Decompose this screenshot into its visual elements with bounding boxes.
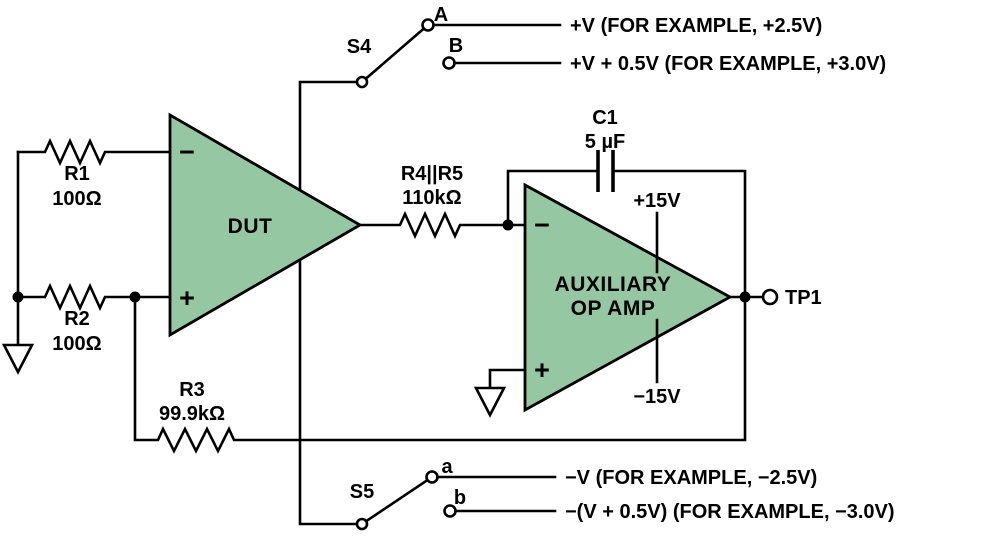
s4-arm[interactable] <box>360 23 430 84</box>
capacitor-c1: C1 5 µF <box>506 107 747 299</box>
output-node: TP1 <box>728 287 822 309</box>
aux-opamp: − + AUXILIARY OP AMP +15V −15V <box>473 182 733 418</box>
supply-select-line <box>298 80 359 526</box>
aux-opamp-body <box>523 182 733 413</box>
resistor-r3-body <box>133 295 747 454</box>
ground-symbol-left <box>1 343 35 375</box>
s4-terminal-a[interactable] <box>421 18 435 32</box>
dut-opamp-body <box>168 112 363 338</box>
capacitor-c1-name: C1 <box>592 107 618 129</box>
s5-terminal-a[interactable] <box>425 470 439 484</box>
tp1-terminal <box>761 288 779 306</box>
resistor-r3-name: R3 <box>179 379 205 401</box>
resistor-r3: R3 99.9kΩ <box>133 295 747 454</box>
resistor-r2-value: 100Ω <box>52 333 101 355</box>
resistor-r1-name: R1 <box>64 163 90 185</box>
aux-noninverting-sign: + <box>534 355 550 385</box>
junction-r3-tap <box>129 291 141 303</box>
aux-label-line1: AUXILIARY <box>555 273 672 296</box>
dut-noninverting-sign: + <box>179 283 195 313</box>
resistor-r2-body <box>16 282 172 312</box>
s5-rail-b-text: −(V + 0.5V) (FOR EXAMPLE, −3.0V) <box>565 501 895 523</box>
resistor-r4r5-name: R4||R5 <box>401 163 463 185</box>
s4-terminal-a-label: A <box>434 4 448 26</box>
resistor-r1-value: 100Ω <box>52 188 101 210</box>
tp1-label: TP1 <box>785 287 822 309</box>
resistor-r2: R2 100Ω <box>16 282 172 355</box>
junction-left-rail <box>12 291 24 303</box>
s4-terminal-b[interactable] <box>442 56 456 70</box>
s4-terminal-b-label: B <box>449 35 463 57</box>
c1-left-wire <box>506 169 600 227</box>
s5-label: S5 <box>350 481 374 503</box>
junction-aux-inverting <box>502 219 514 231</box>
s5-rail-a-text: −V (FOR EXAMPLE, −2.5V) <box>565 467 817 489</box>
s5-arm[interactable] <box>360 475 434 526</box>
s4-common-terminal <box>355 75 369 89</box>
resistor-r4r5-value: 110kΩ <box>402 187 461 209</box>
resistor-r4r5: R4||R5 110kΩ <box>358 163 527 240</box>
dut-inverting-sign: − <box>179 137 195 167</box>
resistor-r4r5-body <box>358 210 527 240</box>
s4-rail-a-text: +V (FOR EXAMPLE, +2.5V) <box>570 15 822 37</box>
capacitor-c1-value: 5 µF <box>585 131 625 153</box>
switch-s4: S4 A B +V (FOR EXAMPLE, +2.5V) +V + 0.5V… <box>347 4 886 89</box>
c1-right-wire <box>611 169 747 299</box>
ground-symbol-aux <box>473 386 507 418</box>
resistor-r3-value: 99.9kΩ <box>159 403 225 425</box>
aux-negative-supply-label: −15V <box>633 386 681 408</box>
aux-positive-supply-label: +15V <box>633 190 681 212</box>
aux-label-line2: OP AMP <box>571 297 656 320</box>
s5-terminal-b-label: b <box>454 487 466 509</box>
dut-opamp: − + DUT <box>168 112 363 338</box>
dut-label: DUT <box>228 215 273 238</box>
junction-output <box>739 291 751 303</box>
s5-common-terminal <box>355 517 369 531</box>
s5-terminal-a-label: a <box>441 456 453 478</box>
s4-label: S4 <box>347 36 372 58</box>
resistor-r1: R1 100Ω <box>16 137 172 210</box>
aux-inverting-sign: − <box>534 210 550 240</box>
resistor-r2-name: R2 <box>64 308 90 330</box>
aux-noninverting-wire <box>488 368 527 390</box>
switch-s5: S5 a b −V (FOR EXAMPLE, −2.5V) −(V + 0.5… <box>350 456 895 531</box>
s4-rail-b-text: +V + 0.5V (FOR EXAMPLE, +3.0V) <box>570 53 886 75</box>
resistor-r1-body <box>16 137 172 167</box>
